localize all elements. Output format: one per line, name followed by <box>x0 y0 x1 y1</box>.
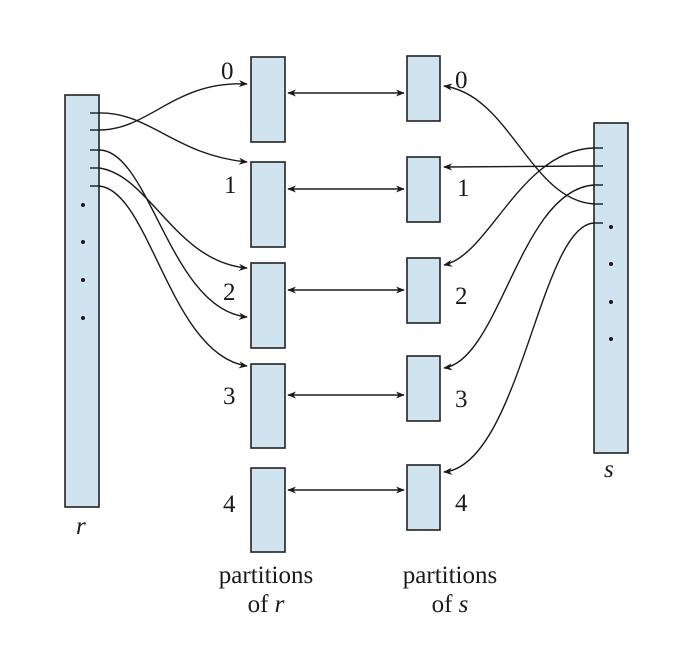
s-ellipsis-dot <box>609 262 613 266</box>
s-partition-label-0: 0 <box>455 67 468 94</box>
s-hash-arrow <box>443 222 595 475</box>
s-partition-3 <box>406 355 441 422</box>
s-ellipsis-dot <box>609 337 613 341</box>
r-partition-label-3: 3 <box>223 383 236 410</box>
r-partition-label-4: 4 <box>223 491 236 518</box>
r-partition-0 <box>250 56 286 143</box>
r-partition-label-0: 0 <box>221 58 234 85</box>
r-ellipsis-dot <box>81 203 85 207</box>
s-partition-1 <box>406 156 441 223</box>
s-partition-label-2: 2 <box>455 283 468 310</box>
r-ellipsis-dot <box>81 278 85 282</box>
r-partition-2 <box>250 262 286 349</box>
s-partition-4 <box>406 464 441 531</box>
s-caption-of-word: of <box>432 591 454 618</box>
s-ellipsis-dot <box>609 225 613 229</box>
r-partition-3 <box>250 363 286 449</box>
r-hash-arrow <box>98 112 248 165</box>
s-partition-label-1: 1 <box>457 175 470 202</box>
s-hash-arrow <box>443 147 595 267</box>
s-partition-0 <box>406 55 441 122</box>
s-partition-label-4: 4 <box>455 490 468 517</box>
s-hash-arrow <box>443 83 595 205</box>
relation-r-label: r <box>76 513 86 540</box>
s-hash-arrow <box>443 163 595 171</box>
relation-r-box <box>64 94 100 508</box>
relation-s-label: s <box>604 456 614 483</box>
s-caption-relation: s <box>459 591 469 618</box>
s-partitions-caption: partitions <box>403 562 497 589</box>
r-hash-arrow <box>98 185 248 369</box>
s-partition-2 <box>406 257 441 324</box>
r-partition-label-1: 1 <box>224 172 237 199</box>
r-partitions-caption-of: of r <box>248 591 285 618</box>
r-ellipsis-dot <box>81 316 85 320</box>
s-hash-arrow <box>443 184 595 371</box>
r-partition-1 <box>250 161 286 248</box>
r-hash-arrow <box>98 149 248 320</box>
r-partition-4 <box>250 467 286 553</box>
r-ellipsis-dot <box>81 240 85 244</box>
r-hash-arrow <box>98 79 248 131</box>
s-partition-label-3: 3 <box>455 386 468 413</box>
r-caption-of-word: of <box>248 591 270 618</box>
relation-s-box <box>593 122 629 454</box>
s-ellipsis-dot <box>609 300 613 304</box>
r-partition-label-2: 2 <box>223 279 236 306</box>
r-partitions-caption: partitions <box>219 562 313 589</box>
r-hash-arrow <box>98 167 248 271</box>
r-caption-relation: r <box>275 591 285 618</box>
s-partitions-caption-of: of s <box>432 591 469 618</box>
